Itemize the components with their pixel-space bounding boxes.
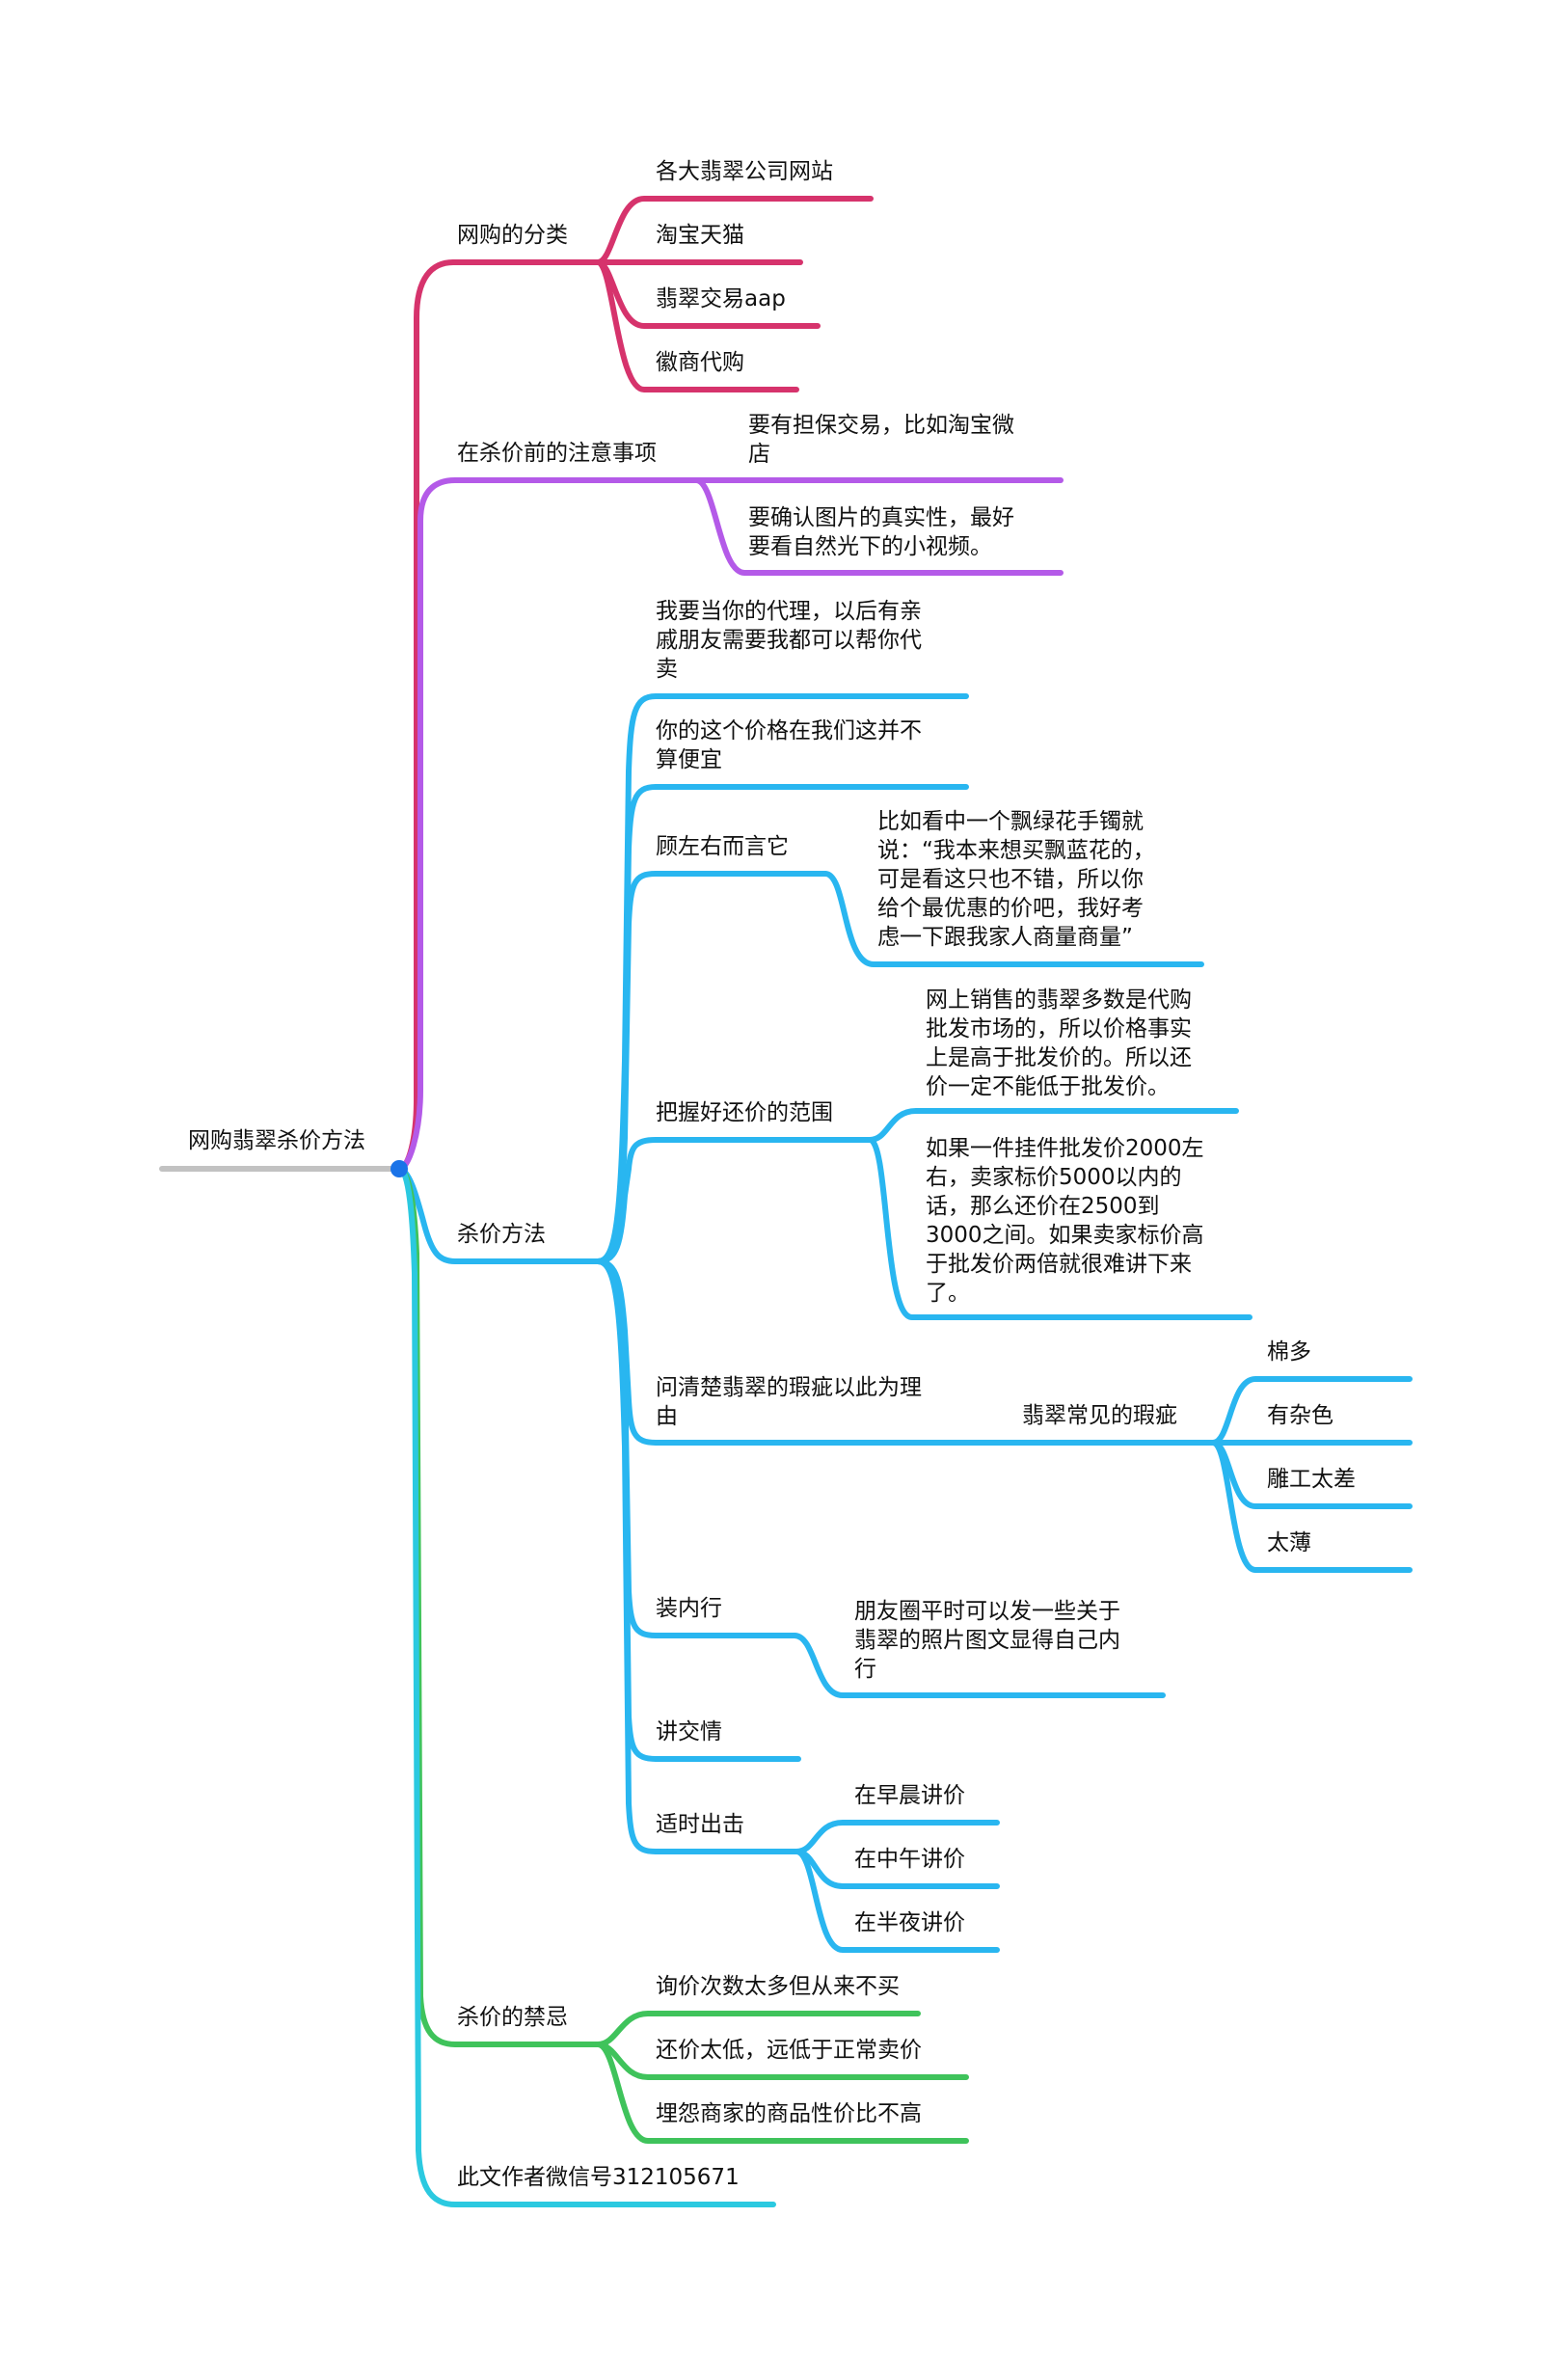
b1-leaf[interactable]: 各大翡翠公司网站	[656, 159, 833, 184]
b3-c5-item[interactable]: 棉多	[1267, 1339, 1311, 1365]
b1-leaf-connector	[595, 259, 799, 392]
b1-leaf[interactable]: 淘宝天猫	[656, 223, 744, 248]
b5-topic[interactable]: 此文作者微信号312105671	[457, 2165, 740, 2190]
b3-leaf-connector	[595, 1137, 873, 1264]
b4-leaf[interactable]: 询价次数太多但从来不买	[656, 1974, 900, 1999]
b3-c8-items-connector	[794, 1849, 1000, 1953]
b5-connector	[396, 1166, 776, 2207]
b3-leaf[interactable]: 把握好还价的范围	[656, 1100, 833, 1125]
b4-leaf[interactable]: 还价太低，远低于正常卖价	[656, 2038, 922, 2063]
b4-connector	[396, 1166, 601, 2047]
b3-leaf[interactable]: 顾左右而言它	[656, 834, 789, 859]
b3-leaf[interactable]: 问清楚翡翠的瑕疵以此为理 由	[656, 1375, 922, 1429]
b3-c3-detail[interactable]: 比如看中一个飘绿花手镯就 说：“我本来想买飘蓝花的， 可是看这只也不错，所以你 …	[877, 809, 1155, 950]
b3-c5-sub[interactable]: 翡翠常见的瑕疵	[1022, 1403, 1177, 1428]
b3-c8-item[interactable]: 在半夜讲价	[854, 1910, 965, 1935]
b1-connector	[396, 259, 589, 1172]
b3-c4-detail2[interactable]: 如果一件挂件批发价2000左 右，卖家标价5000以内的 话，那么还价在2500…	[926, 1136, 1204, 1306]
b3-leaf[interactable]: 我要当你的代理，以后有亲 戚朋友需要我都可以帮你代 卖	[656, 599, 922, 682]
b1-leaf[interactable]: 徽商代购	[656, 350, 744, 375]
b3-leaf-connector	[595, 693, 969, 1264]
b3-leaf-connector	[595, 871, 828, 1264]
b2-leaf-connector	[693, 477, 1064, 576]
b1-topic[interactable]: 网购的分类	[457, 223, 568, 248]
b3-c5-item[interactable]: 雕工太差	[1267, 1467, 1356, 1492]
b3-c5-item[interactable]: 太薄	[1267, 1530, 1311, 1555]
b2-leaf[interactable]: 要有担保交易，比如淘宝微 店	[748, 413, 1014, 467]
b3-c6-detail-connector	[792, 1633, 1166, 1698]
b3-c8-item[interactable]: 在早晨讲价	[854, 1783, 965, 1808]
b3-topic[interactable]: 杀价方法	[457, 1222, 546, 1247]
root-topic[interactable]: 网购翡翠杀价方法	[188, 1128, 365, 1153]
b3-c4-detail1-connector	[867, 1108, 1239, 1143]
b3-c3-detail-connector	[822, 871, 1204, 967]
b4-leaf-connector	[595, 2042, 969, 2144]
b3-leaf[interactable]: 讲交情	[656, 1719, 722, 1744]
b4-leaf[interactable]: 埋怨商家的商品性价比不高	[656, 2101, 922, 2126]
b2-connector	[396, 477, 699, 1172]
b4-topic[interactable]: 杀价的禁忌	[457, 2005, 568, 2030]
b3-c6-detail[interactable]: 朋友圈平时可以发一些关于 翡翠的照片图文显得自己内 行	[854, 1599, 1120, 1682]
b2-leaf[interactable]: 要确认图片的真实性，最好 要看自然光下的小视频。	[748, 505, 1014, 559]
b3-c5-items-connector	[1210, 1440, 1413, 1573]
b3-c4-detail2-connector	[867, 1137, 1252, 1320]
b3-c5-item[interactable]: 有杂色	[1267, 1403, 1333, 1428]
b1-leaf[interactable]: 翡翠交易aap	[656, 286, 786, 311]
b3-c8-item[interactable]: 在中午讲价	[854, 1847, 965, 1872]
b3-c4-detail1[interactable]: 网上销售的翡翠多数是代购 批发市场的，所以价格事实 上是高于批发价的。所以还 价…	[926, 987, 1192, 1099]
b3-leaf[interactable]: 装内行	[656, 1596, 722, 1621]
b3-leaf-connector	[595, 1258, 799, 1854]
b3-leaf[interactable]: 适时出击	[656, 1812, 744, 1837]
b3-leaf[interactable]: 你的这个价格在我们这并不 算便宜	[656, 718, 922, 772]
root-node-dot[interactable]	[390, 1160, 408, 1177]
b2-topic[interactable]: 在杀价前的注意事项	[457, 441, 657, 466]
